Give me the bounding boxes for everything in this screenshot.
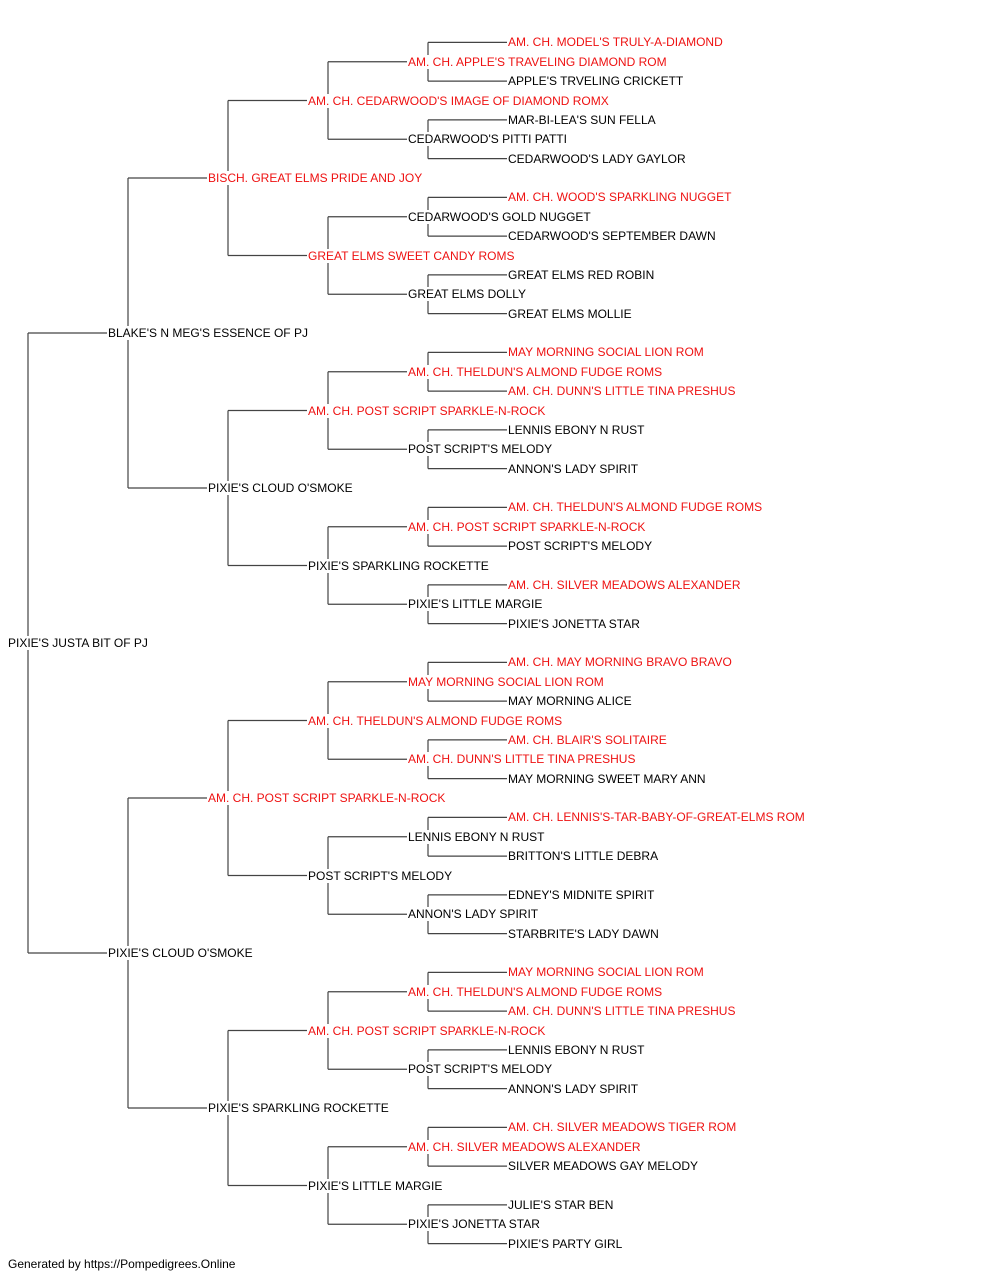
ancestor-dam-gen4: ANNON'S LADY SPIRIT xyxy=(407,907,540,922)
ancestor-sire-gen3: AM. CH. CEDARWOOD'S IMAGE OF DIAMOND ROM… xyxy=(307,93,610,108)
ancestor-dam-gen3: GREAT ELMS SWEET CANDY ROMS xyxy=(307,248,516,263)
ancestor-dam-gen3: POST SCRIPT'S MELODY xyxy=(307,868,454,883)
ancestor-sire-gen4: AM. CH. APPLE'S TRAVELING DIAMOND ROM xyxy=(407,54,668,69)
ancestor-sire-gen5: LENNIS EBONY N RUST xyxy=(507,1042,646,1057)
subject-name: PIXIE'S JUSTA BIT OF PJ xyxy=(7,636,149,650)
ancestor-dam-gen5: CEDARWOOD'S SEPTEMBER DAWN xyxy=(507,229,717,244)
ancestor-dam-gen5: MAY MORNING SWEET MARY ANN xyxy=(507,771,707,786)
ancestor-sire-gen4: MAY MORNING SOCIAL LION ROM xyxy=(407,674,605,689)
ancestor-dam-gen2: PIXIE'S SPARKLING ROCKETTE xyxy=(207,1101,390,1115)
ancestor-sire-gen5: GREAT ELMS RED ROBIN xyxy=(507,267,656,282)
ancestor-dam-gen5: GREAT ELMS MOLLIE xyxy=(507,306,633,321)
ancestor-dam-gen5: BRITTON'S LITTLE DEBRA xyxy=(507,849,660,864)
ancestor-dam-gen5: PIXIE'S JONETTA STAR xyxy=(507,616,641,631)
ancestor-sire-gen2: AM. CH. POST SCRIPT SPARKLE-N-ROCK xyxy=(207,791,447,805)
ancestor-sire-gen4: LENNIS EBONY N RUST xyxy=(407,829,546,844)
ancestor-sire-gen5: AM. CH. BLAIR'S SOLITAIRE xyxy=(507,732,668,747)
ancestor-sire-gen1: BLAKE'S N MEG'S ESSENCE OF PJ xyxy=(107,326,309,340)
ancestor-dam-gen4: PIXIE'S LITTLE MARGIE xyxy=(407,597,544,612)
ancestor-dam-gen4: CEDARWOOD'S PITTI PATTI xyxy=(407,132,568,147)
ancestor-sire-gen5: EDNEY'S MIDNITE SPIRIT xyxy=(507,887,656,902)
ancestor-dam-gen5: ANNON'S LADY SPIRIT xyxy=(507,1081,640,1096)
ancestor-sire-gen5: AM. CH. MAY MORNING BRAVO BRAVO xyxy=(507,655,733,670)
ancestor-dam-gen5: POST SCRIPT'S MELODY xyxy=(507,539,654,554)
ancestor-dam-gen5: ANNON'S LADY SPIRIT xyxy=(507,461,640,476)
ancestor-dam-gen5: PIXIE'S PARTY GIRL xyxy=(507,1236,624,1251)
ancestor-dam-gen2: PIXIE'S CLOUD O'SMOKE xyxy=(207,481,354,495)
ancestor-dam-gen5: MAY MORNING ALICE xyxy=(507,694,633,709)
ancestor-dam-gen5: APPLE'S TRVELING CRICKETT xyxy=(507,74,685,89)
ancestor-sire-gen3: AM. CH. POST SCRIPT SPARKLE-N-ROCK xyxy=(307,403,547,418)
ancestor-sire-gen4: AM. CH. POST SCRIPT SPARKLE-N-ROCK xyxy=(407,519,647,534)
ancestor-sire-gen4: AM. CH. THELDUN'S ALMOND FUDGE ROMS xyxy=(407,984,664,999)
ancestor-sire-gen5: LENNIS EBONY N RUST xyxy=(507,422,646,437)
ancestor-sire-gen4: CEDARWOOD'S GOLD NUGGET xyxy=(407,209,592,224)
ancestor-dam-gen4: AM. CH. DUNN'S LITTLE TINA PRESHUS xyxy=(407,752,637,767)
ancestor-dam-gen5: AM. CH. DUNN'S LITTLE TINA PRESHUS xyxy=(507,1004,737,1019)
ancestor-sire-gen5: AM. CH. MODEL'S TRULY-A-DIAMOND xyxy=(507,35,724,50)
ancestor-sire-gen5: AM. CH. SILVER MEADOWS ALEXANDER xyxy=(507,577,742,592)
ancestor-sire-gen5: MAR-BI-LEA'S SUN FELLA xyxy=(507,112,657,127)
ancestor-dam-gen3: PIXIE'S SPARKLING ROCKETTE xyxy=(307,558,490,573)
ancestor-sire-gen5: MAY MORNING SOCIAL LION ROM xyxy=(507,965,705,980)
ancestor-sire-gen5: AM. CH. SILVER MEADOWS TIGER ROM xyxy=(507,1120,738,1135)
ancestor-dam-gen5: STARBRITE'S LADY DAWN xyxy=(507,926,660,941)
ancestor-sire-gen2: BISCH. GREAT ELMS PRIDE AND JOY xyxy=(207,171,424,185)
ancestor-sire-gen4: AM. CH. SILVER MEADOWS ALEXANDER xyxy=(407,1139,642,1154)
ancestor-dam-gen4: POST SCRIPT'S MELODY xyxy=(407,1062,554,1077)
generated-by-footer: Generated by https://Pompedigrees.Online xyxy=(8,1257,236,1271)
ancestor-dam-gen4: GREAT ELMS DOLLY xyxy=(407,287,528,302)
ancestor-sire-gen5: AM. CH. WOOD'S SPARKLING NUGGET xyxy=(507,190,733,205)
ancestor-sire-gen5: JULIE'S STAR BEN xyxy=(507,1197,615,1212)
ancestor-sire-gen5: AM. CH. LENNIS'S-TAR-BABY-OF-GREAT-ELMS … xyxy=(507,810,806,825)
ancestor-dam-gen4: PIXIE'S JONETTA STAR xyxy=(407,1217,541,1232)
ancestor-dam-gen3: PIXIE'S LITTLE MARGIE xyxy=(307,1178,444,1193)
ancestor-dam-gen4: POST SCRIPT'S MELODY xyxy=(407,442,554,457)
ancestor-sire-gen4: AM. CH. THELDUN'S ALMOND FUDGE ROMS xyxy=(407,364,664,379)
ancestor-sire-gen3: AM. CH. POST SCRIPT SPARKLE-N-ROCK xyxy=(307,1023,547,1038)
ancestor-dam-gen5: SILVER MEADOWS GAY MELODY xyxy=(507,1159,700,1174)
ancestor-dam-gen5: AM. CH. DUNN'S LITTLE TINA PRESHUS xyxy=(507,384,737,399)
ancestor-sire-gen3: AM. CH. THELDUN'S ALMOND FUDGE ROMS xyxy=(307,713,564,728)
ancestor-dam-gen1: PIXIE'S CLOUD O'SMOKE xyxy=(107,946,254,960)
ancestor-dam-gen5: CEDARWOOD'S LADY GAYLOR xyxy=(507,151,687,166)
ancestor-sire-gen5: AM. CH. THELDUN'S ALMOND FUDGE ROMS xyxy=(507,500,764,515)
ancestor-sire-gen5: MAY MORNING SOCIAL LION ROM xyxy=(507,345,705,360)
